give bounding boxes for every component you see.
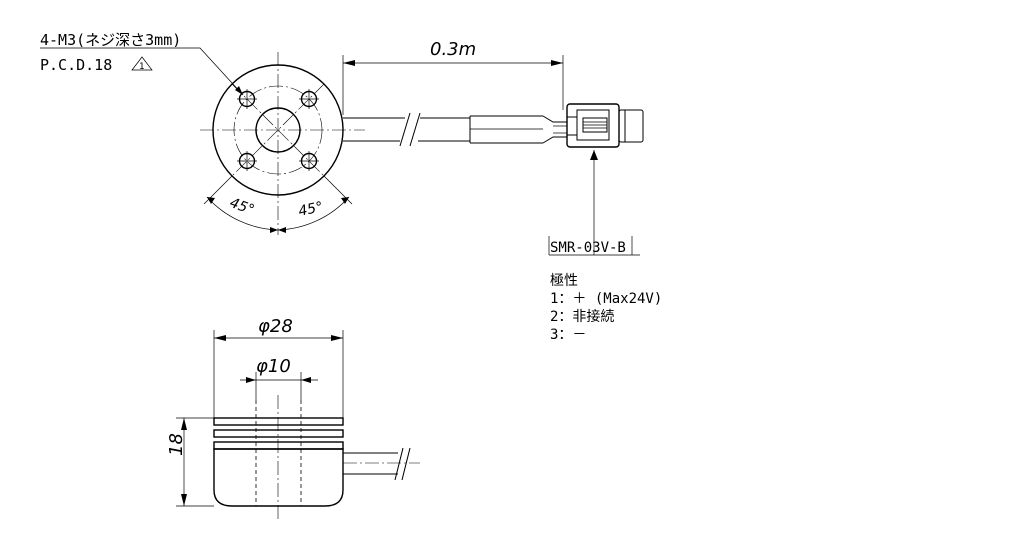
length-dimension: [342, 55, 564, 115]
polarity-pin-3: 3：－: [550, 327, 586, 343]
mounting-holes: [231, 83, 325, 177]
height-dimension: [176, 417, 214, 507]
outer-diameter-label: φ28: [258, 316, 293, 337]
polarity-title: 極性: [550, 273, 578, 289]
inner-diameter-dimension: [240, 372, 318, 400]
revision-triangle: 1: [131, 56, 153, 72]
pcd-label: P.C.D.18: [40, 56, 112, 74]
angle-right-label: 45°: [297, 199, 325, 220]
polarity-table: 極性 1：＋ (Max24V) 2：非接続 3：－: [550, 273, 662, 343]
inner-diameter-label: φ10: [256, 356, 291, 377]
height-label: 18: [166, 433, 187, 456]
revision-number: 1: [139, 62, 144, 72]
hole-spec-label: 4-M3(ネジ深さ3mm): [40, 31, 181, 49]
flange-outline: [212, 64, 344, 196]
polarity-pin-2: 2：非接続: [550, 308, 614, 325]
connector: [548, 103, 644, 256]
polarity-pin-1: 1：＋ (Max24V): [550, 291, 662, 307]
angle-left-label: 45°: [228, 195, 257, 219]
outer-diameter-dimension: [213, 330, 344, 418]
center-bore: [255, 107, 301, 153]
top-view: [40, 47, 365, 235]
cable-top: [343, 112, 567, 147]
cable-length-label: 0.3m: [430, 39, 476, 60]
connector-part-label: SMR-03V-B: [550, 240, 626, 256]
side-view: [213, 395, 420, 520]
pcd-circle: [233, 85, 323, 175]
